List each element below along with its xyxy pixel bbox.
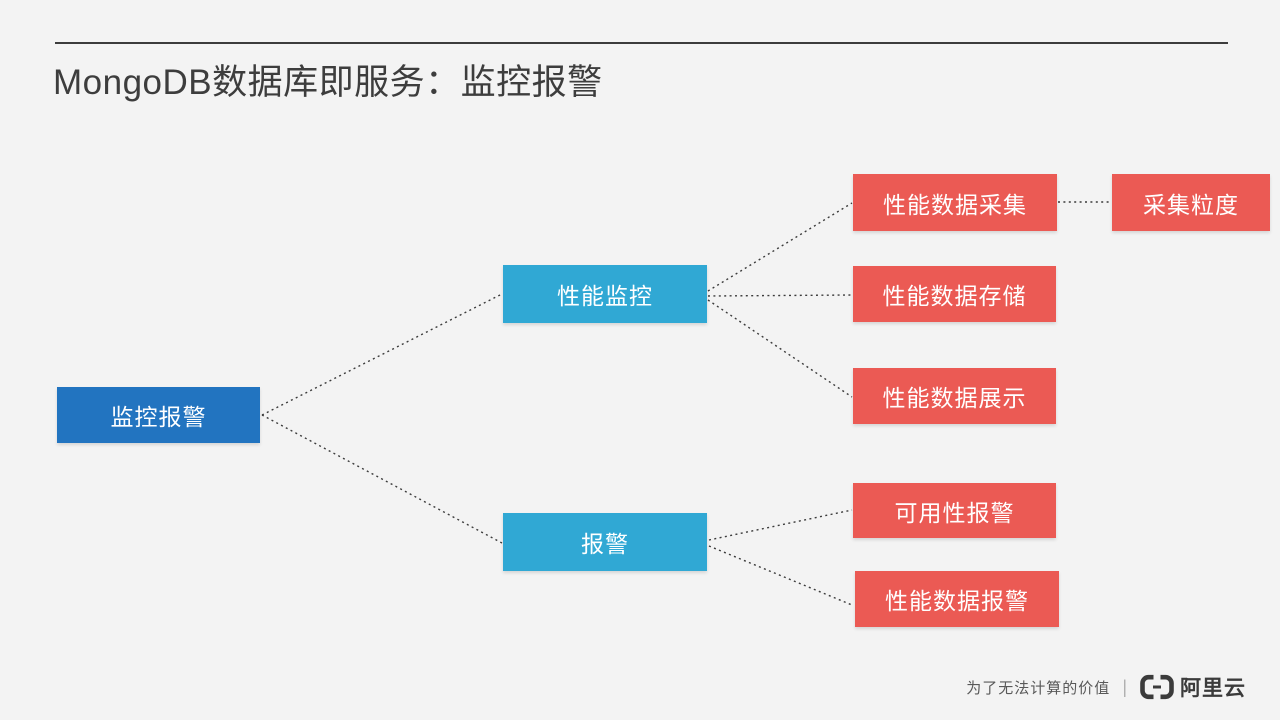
node-label: 性能数据存储 [882, 283, 1027, 309]
page-title: MongoDB数据库即服务：监控报警 [53, 63, 603, 102]
footer: 为了无法计算的价值 | 阿里云 [966, 672, 1246, 702]
node-label: 性能监控 [557, 283, 653, 309]
diagram-node-collect-granularity: 采集粒度 [1112, 174, 1270, 231]
diagram-node-perf-data-store: 性能数据存储 [853, 266, 1056, 322]
connector-line [707, 294, 853, 297]
diagram-node-root: 监控报警 [57, 387, 260, 443]
node-label: 性能数据采集 [883, 191, 1027, 218]
footer-slogan: 为了无法计算的价值 [966, 679, 1111, 697]
diagram-node-perf-data-alarm: 性能数据报警 [855, 571, 1059, 627]
title-rule [55, 42, 1228, 44]
brand: 阿里云 [1139, 672, 1246, 702]
diagram-node-perf-data-collect: 性能数据采集 [853, 174, 1057, 231]
diagram-node-availability-alarm: 可用性报警 [853, 483, 1056, 538]
connector-line [261, 414, 503, 544]
node-label: 监控报警 [110, 404, 207, 430]
connector-line [708, 545, 853, 606]
brand-name: 阿里云 [1180, 677, 1246, 700]
alibaba-cloud-brackets-icon [1140, 674, 1174, 700]
connector-line [708, 509, 853, 541]
node-label: 性能数据展示 [882, 385, 1027, 411]
connector-line [261, 293, 503, 416]
node-label: 性能数据报警 [885, 588, 1029, 614]
footer-divider: | [1122, 676, 1127, 697]
diagram-node-perf-monitor: 性能监控 [503, 265, 707, 323]
diagram-node-alarm: 报警 [503, 513, 707, 571]
diagram-node-perf-data-display: 性能数据展示 [853, 368, 1056, 424]
connector-line [707, 202, 853, 292]
node-label: 可用性报警 [894, 499, 1015, 526]
connector-line [707, 299, 853, 398]
node-label: 报警 [581, 531, 629, 557]
node-label: 采集粒度 [1143, 191, 1239, 218]
